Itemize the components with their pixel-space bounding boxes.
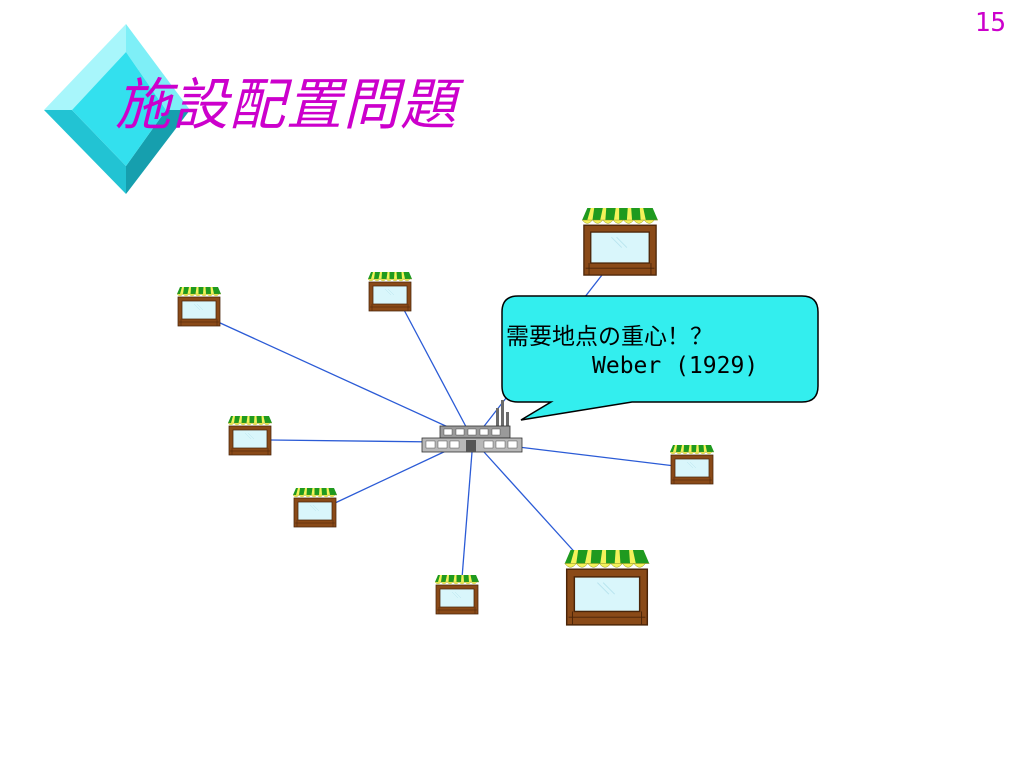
- factory-icon: [421, 400, 523, 453]
- callout-line-1: 需要地点の重心！？: [506, 324, 713, 350]
- connector-line: [402, 307, 473, 439]
- connector-line: [461, 451, 473, 579]
- callout-text: 需要地点の重心！？ Weber (1929): [506, 323, 821, 381]
- shop-icon: [367, 271, 413, 312]
- page-number: 15: [974, 8, 1006, 38]
- callout-bubble: [501, 295, 819, 421]
- shop-icon: [581, 207, 659, 276]
- connector-line: [334, 449, 449, 504]
- connector-line: [217, 321, 473, 439]
- shop-icon: [227, 415, 273, 456]
- shop-icon: [434, 574, 480, 615]
- diamond-face-center: [72, 52, 166, 166]
- connector-line: [483, 451, 581, 559]
- diamond-bullet-icon: [44, 24, 190, 194]
- diamond-face-bottom-left: [44, 110, 126, 194]
- diamond-face-top-right: [126, 24, 190, 110]
- shop-icon: [292, 487, 338, 528]
- slide-title: 施設配置問題: [115, 73, 457, 138]
- callout-line-2: Weber (1929): [592, 353, 759, 379]
- connector-line: [269, 439, 441, 443]
- shop-icon: [564, 549, 650, 626]
- connector-line: [509, 445, 676, 467]
- diamond-face-top-left: [44, 24, 126, 110]
- shop-icon: [669, 444, 715, 485]
- diamond-face-bottom-right: [126, 110, 190, 194]
- shop-icon: [176, 286, 222, 327]
